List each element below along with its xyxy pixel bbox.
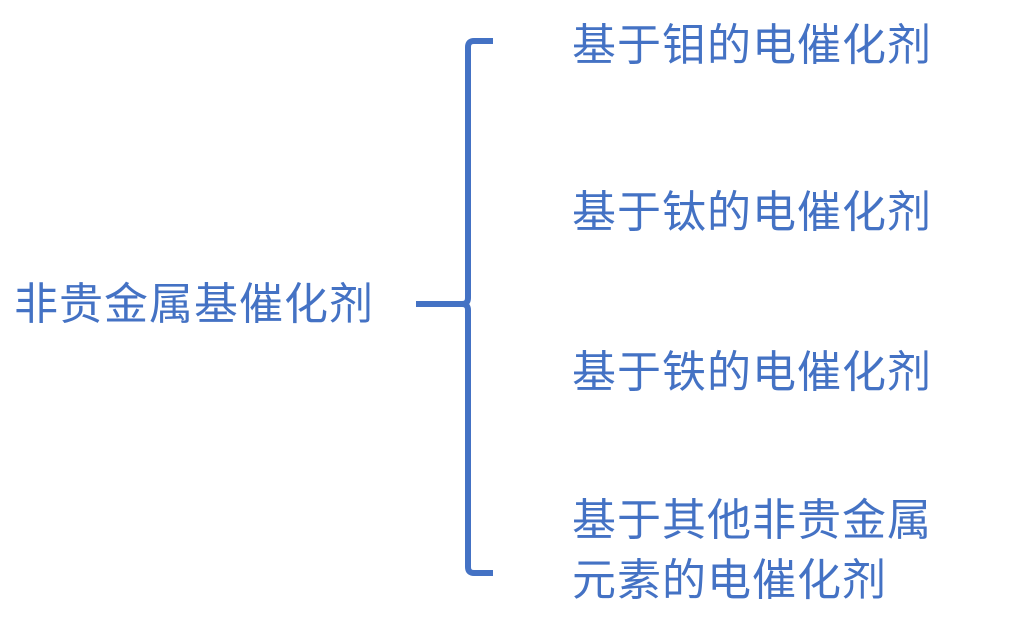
root-node-label: 非贵金属基催化剂 [14, 279, 374, 330]
branch-other-metals-line-1: 基于其他非贵金属 [572, 495, 932, 546]
branch-iron-label: 基于铁的电催化剂 [572, 347, 932, 398]
branch-titanium-label: 基于钛的电催化剂 [572, 187, 932, 238]
brace-path [416, 38, 493, 576]
branch-other-metals-label: 基于其他非贵金属 元素的电催化剂 [572, 491, 932, 611]
branch-other-metals-line-2: 元素的电催化剂 [572, 555, 887, 606]
branch-molybdenum-label: 基于钼的电催化剂 [572, 20, 932, 71]
